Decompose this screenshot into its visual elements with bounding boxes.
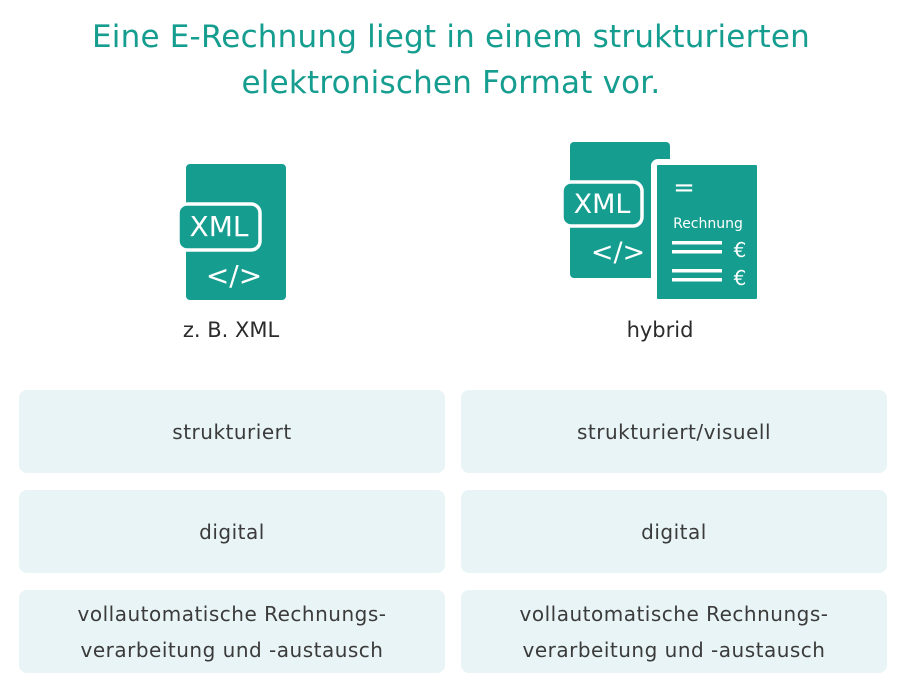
box-text: vollautomatische Rechnungs- <box>519 601 829 626</box>
code-symbol: </> <box>206 259 262 292</box>
box-right-structured-visual: strukturiert/visuell <box>461 390 887 473</box>
title-line-2: elektronischen Format vor. <box>241 65 661 101</box>
box-left-automation: vollautomatische Rechnungs- verarbeitung… <box>19 590 445 673</box>
box-right-automation: vollautomatische Rechnungs- verarbeitung… <box>461 590 887 673</box>
title-line-1: Eine E-Rechnung liegt in einem strukturi… <box>92 19 810 55</box>
box-text: verarbeitung und -austausch <box>80 637 384 662</box>
box-left-digital: digital <box>19 490 445 573</box>
code-symbol: </> <box>591 237 645 268</box>
caption-hybrid: hybrid <box>626 318 694 342</box>
hybrid-invoice-icon: XML </> = Rechnung € € <box>560 140 762 304</box>
box-text: digital <box>641 519 707 544</box>
caption-xml: z. B. XML <box>182 318 280 342</box>
box-left-structured: strukturiert <box>19 390 445 473</box>
box-right-digital: digital <box>461 490 887 573</box>
euro-icon: € <box>734 266 747 290</box>
euro-icon: € <box>734 238 747 262</box>
xml-label: XML <box>190 210 249 243</box>
box-text: digital <box>199 519 265 544</box>
box-text: vollautomatische Rechnungs- <box>77 601 387 626</box>
equals-symbol: = <box>673 173 695 203</box>
invoice-label: Rechnung <box>673 216 743 232</box>
xml-file-icon: XML </> <box>176 164 288 302</box>
box-text: strukturiert/visuell <box>576 419 772 444</box>
box-text: verarbeitung und -austausch <box>522 637 826 662</box>
xml-label: XML <box>574 189 631 220</box>
page-title: Eine E-Rechnung liegt in einem strukturi… <box>0 14 902 106</box>
box-text: strukturiert <box>172 419 292 444</box>
